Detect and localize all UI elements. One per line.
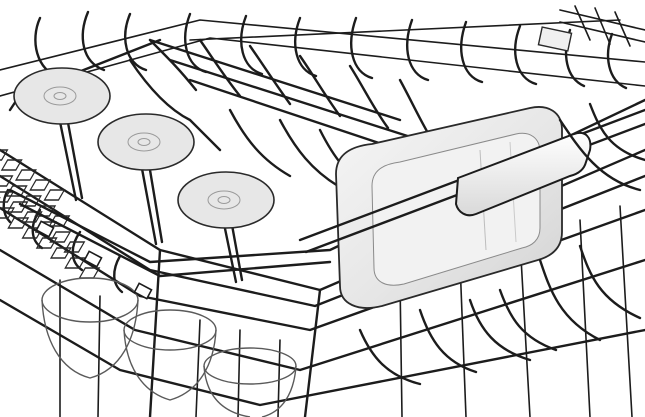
removable-tray — [335, 106, 563, 309]
cup-shelf-grid — [0, 149, 101, 279]
tray-handle — [298, 108, 645, 254]
right-side-tines — [358, 102, 645, 386]
wine-glass-1 — [13, 67, 111, 202]
wine-glass-2 — [97, 113, 195, 246]
upper-rack-corner — [537, 5, 645, 52]
fold-down-tines — [128, 38, 434, 192]
glasses-below-rack — [41, 277, 297, 417]
